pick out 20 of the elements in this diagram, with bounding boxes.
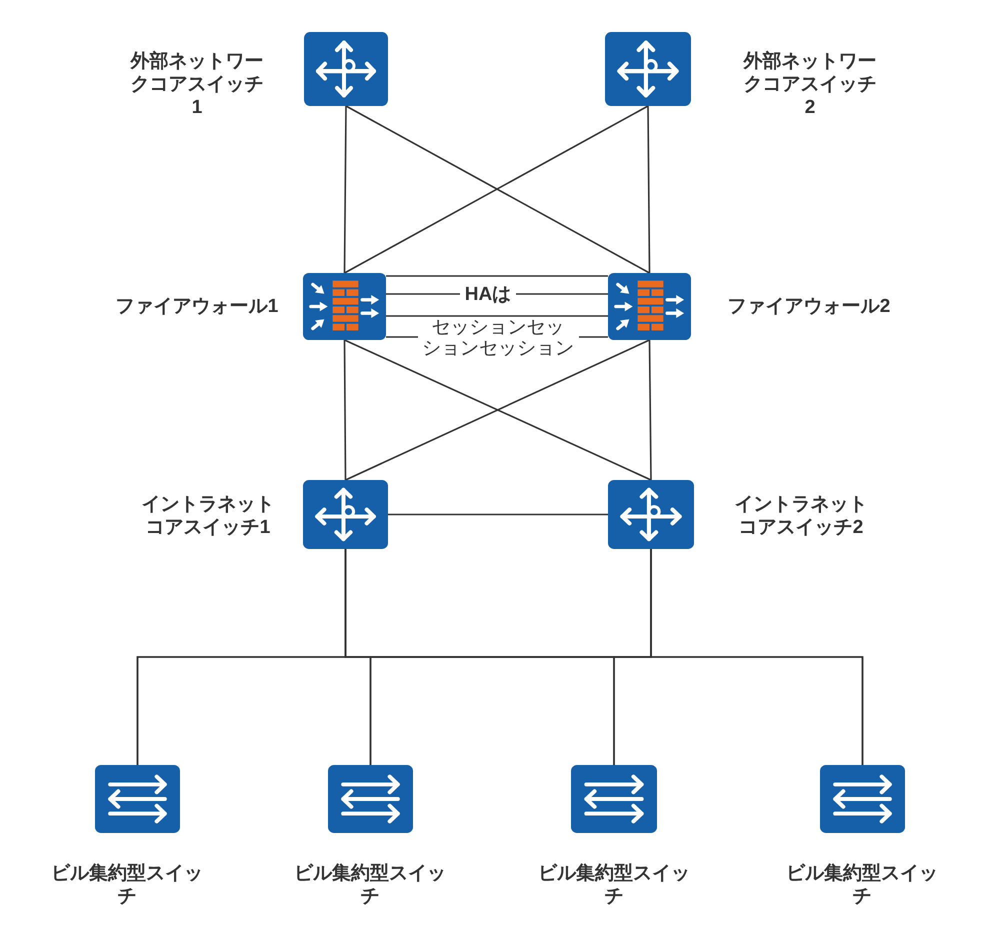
edge-label: HAは	[460, 284, 516, 304]
connector-line	[386, 315, 608, 317]
connector-line	[344, 106, 347, 273]
device-label: ビル集約型スイッチ	[786, 862, 938, 908]
device-label: 外部ネットワークコアスイッチ1	[130, 50, 264, 119]
device-label: イントラネットコアスイッチ2	[734, 493, 868, 539]
connector-line	[650, 549, 864, 765]
device-label: ファイアウォール1	[115, 295, 279, 318]
connector-line	[648, 340, 652, 480]
connector-line	[647, 106, 650, 273]
connector-line	[386, 275, 608, 277]
edge-label: セッションセッションセッション	[418, 317, 578, 359]
device-label: ビル集約型スイッチ	[50, 862, 204, 908]
device-label: イントラネットコアスイッチ1	[141, 493, 275, 539]
device-label: ビル集約型スイッチ	[294, 862, 446, 908]
connector-line	[388, 514, 608, 516]
device-label: ファイアウォール2	[727, 295, 891, 318]
device-label: 外部ネットワークコアスイッチ2	[743, 50, 877, 119]
connector-line	[344, 340, 346, 480]
device-label: ビル集約型スイッチ	[538, 862, 690, 908]
